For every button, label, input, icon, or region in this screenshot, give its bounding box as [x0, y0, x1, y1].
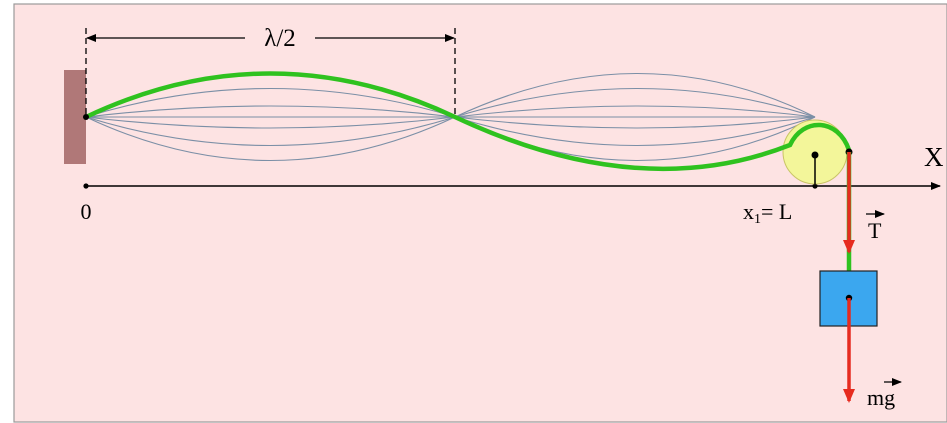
position-label: x1= L [743, 199, 792, 227]
diagram-background [13, 3, 947, 423]
position-symbol: x [743, 199, 754, 224]
wall-attachment-dot [83, 114, 89, 120]
tension-label: T [868, 218, 882, 243]
half-wavelength-label: λ/2 [264, 25, 296, 52]
weight-label: mg [867, 385, 895, 410]
position-subscript: 1 [754, 212, 761, 227]
string-fundamental-highlight [85, 71, 852, 172]
fixed-wall [64, 70, 86, 164]
position-value: = L [761, 199, 792, 224]
origin-label: 0 [81, 199, 92, 224]
origin-dot [83, 183, 89, 189]
x-axis-label: X [924, 142, 944, 172]
